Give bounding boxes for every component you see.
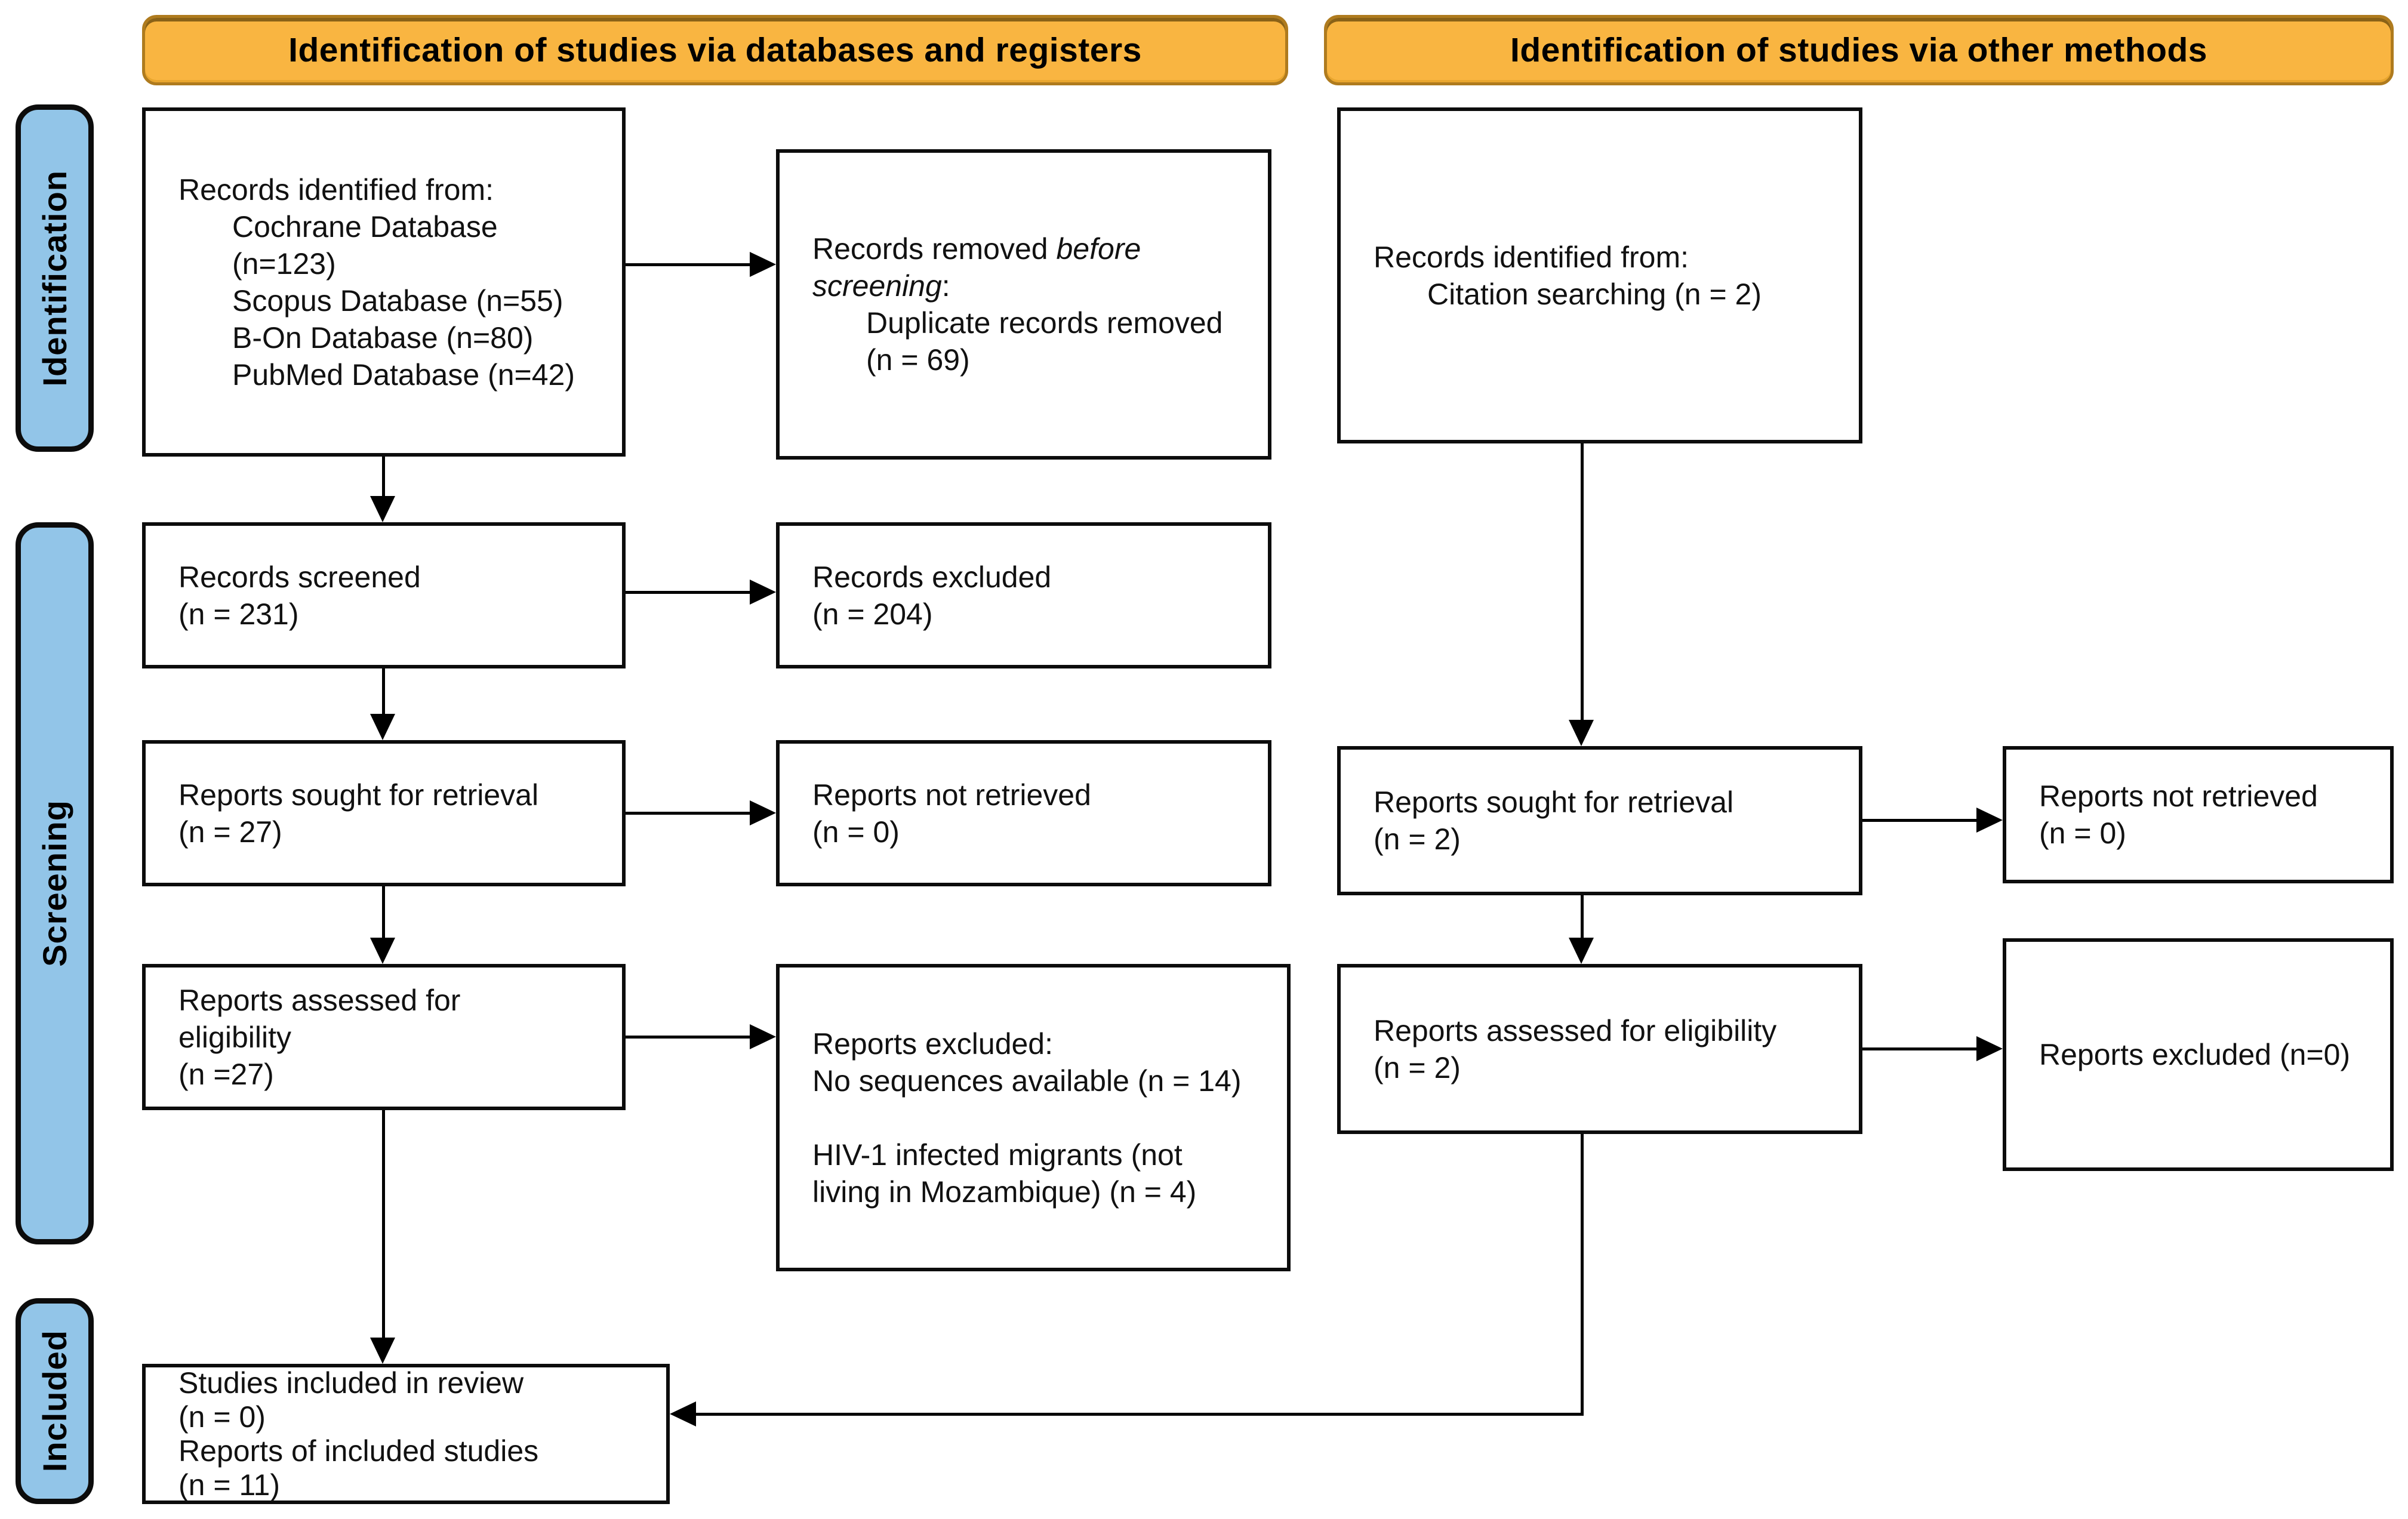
arrow-sought-to-notretrieved-head	[750, 800, 776, 825]
box-line: (n=123)	[232, 247, 336, 281]
box-line: Cochrane Database	[232, 209, 498, 244]
box-line: (n = 0)	[2039, 816, 2126, 850]
box-line-italic: screening	[812, 269, 942, 303]
arrow-identified-to-screened-line	[382, 457, 385, 496]
box-reports-not-retrieved-other: Reports not retrieved (n = 0)	[2003, 746, 2394, 883]
arrow-assessed2-to-included-vline	[1581, 1134, 1584, 1415]
box-line: (n = 27)	[178, 815, 282, 849]
box-reports-not-retrieved-db: Reports not retrieved (n = 0)	[776, 740, 1271, 886]
arrow-sought2-to-assessed2-head	[1569, 938, 1594, 964]
box-line: (n = 2)	[1374, 1050, 1461, 1084]
box-reports-sought-db: Reports sought for retrieval (n = 27)	[142, 740, 626, 886]
box-line: Scopus Database (n=55)	[232, 284, 563, 318]
box-line: (n = 69)	[866, 343, 970, 377]
box-line: No sequences available (n = 14)	[812, 1064, 1242, 1098]
arrow-assessed-to-excluded-details-head	[750, 1024, 776, 1049]
arrow-identified-to-removed-head	[750, 252, 776, 277]
box-line: Records removed before	[812, 230, 1251, 267]
box-studies-included: Studies included in review (n = 0) Repor…	[142, 1364, 670, 1504]
box-line: screening:	[812, 267, 1251, 304]
arrow-identified-to-screened-head	[370, 496, 395, 522]
arrow-sought2-to-notretrieved2-line	[1862, 819, 1976, 822]
box-line-text: Records removed	[812, 232, 1057, 266]
arrow-assessed2-to-included-head	[670, 1401, 696, 1426]
box-line-text: :	[941, 269, 950, 303]
box-records-excluded: Records excluded (n = 204)	[776, 522, 1271, 668]
box-reports-excluded-other: Reports excluded (n=0)	[2003, 938, 2394, 1171]
box-line: HIV-1 infected migrants (not	[812, 1138, 1183, 1172]
box-line: (n = 2)	[1374, 822, 1461, 856]
arrow-screened-to-sought-line	[382, 668, 385, 715]
box-line: Records identified from:	[1374, 240, 1689, 274]
box-line: Citation searching (n = 2)	[1427, 277, 1762, 311]
arrow-screened-to-excluded-head	[750, 580, 776, 605]
arrow-assessed-to-included-line	[382, 1110, 385, 1339]
box-line: (n = 11)	[178, 1468, 280, 1502]
box-line: Reports not retrieved	[2039, 779, 2318, 813]
box-line: Reports not retrieved	[812, 778, 1091, 812]
box-line: Reports sought for retrieval	[1374, 785, 1734, 819]
arrow-assessed2-to-excluded2-line	[1862, 1047, 1976, 1050]
arrow-assessed-to-included-head	[370, 1338, 395, 1364]
stage-included: Included	[16, 1298, 94, 1504]
box-reports-excluded-details: Reports excluded: No sequences available…	[776, 964, 1291, 1271]
box-line: (n =27)	[178, 1057, 274, 1091]
box-records-removed: Records removed before screening: Duplic…	[776, 149, 1271, 460]
box-reports-sought-other: Reports sought for retrieval (n = 2)	[1337, 746, 1862, 895]
banner-databases-registers: Identification of studies via databases …	[142, 15, 1288, 85]
box-line: PubMed Database (n=42)	[232, 358, 575, 392]
box-line: Duplicate records removed	[866, 306, 1223, 340]
arrow-assessed2-to-included-hline	[696, 1413, 1584, 1416]
box-citation-identified: Records identified from: Citation search…	[1337, 107, 1862, 443]
box-line: Reports assessed for	[178, 983, 461, 1017]
arrow-sought2-to-notretrieved2-head	[1976, 808, 2003, 833]
box-line: Records identified from:	[178, 172, 494, 207]
box-reports-assessed-other: Reports assessed for eligibility (n = 2)	[1337, 964, 1862, 1134]
stage-screening-label: Screening	[36, 800, 73, 967]
box-line: Reports assessed for eligibility	[1374, 1013, 1777, 1047]
box-reports-assessed-db: Reports assessed for eligibility (n =27)	[142, 964, 626, 1110]
box-line: (n = 0)	[178, 1400, 266, 1434]
box-line: Records excluded	[812, 560, 1052, 594]
box-records-identified: Records identified from: Cochrane Databa…	[142, 107, 626, 457]
box-line: Studies included in review	[178, 1366, 524, 1400]
banner-other-methods: Identification of studies via other meth…	[1324, 15, 2394, 85]
stage-identification: Identification	[16, 104, 94, 452]
arrow-citation-to-sought-head	[1569, 720, 1594, 746]
box-line: Records screened	[178, 560, 421, 594]
box-line-italic: before	[1056, 232, 1141, 266]
box-line: eligibility	[178, 1020, 291, 1054]
box-line: B-On Database (n=80)	[232, 321, 534, 355]
box-line: (n = 204)	[812, 597, 933, 631]
box-line: (n = 231)	[178, 597, 299, 631]
stage-included-label: Included	[36, 1330, 73, 1472]
box-line: Reports sought for retrieval	[178, 778, 539, 812]
stage-screening: Screening	[16, 522, 94, 1244]
arrow-sought-to-assessed-line	[382, 886, 385, 939]
box-line: living in Mozambique) (n = 4)	[812, 1175, 1197, 1209]
box-line	[812, 1099, 1270, 1136]
arrow-identified-to-removed-line	[626, 263, 750, 266]
arrow-sought2-to-assessed2-line	[1581, 895, 1584, 939]
arrow-assessed2-to-excluded2-head	[1976, 1036, 2003, 1061]
arrow-sought-to-assessed-head	[370, 938, 395, 964]
arrow-assessed-to-excluded-details-line	[626, 1036, 750, 1039]
arrow-sought-to-notretrieved-line	[626, 812, 750, 815]
arrow-screened-to-excluded-line	[626, 591, 750, 594]
box-line: Reports of included studies	[178, 1434, 539, 1468]
stage-identification-label: Identification	[36, 170, 73, 387]
box-records-screened: Records screened (n = 231)	[142, 522, 626, 668]
box-line: Reports excluded (n=0)	[2039, 1038, 2351, 1071]
arrow-citation-to-sought-line	[1581, 443, 1584, 721]
arrow-screened-to-sought-head	[370, 714, 395, 740]
box-line: Reports excluded:	[812, 1027, 1054, 1061]
box-line: (n = 0)	[812, 815, 900, 849]
